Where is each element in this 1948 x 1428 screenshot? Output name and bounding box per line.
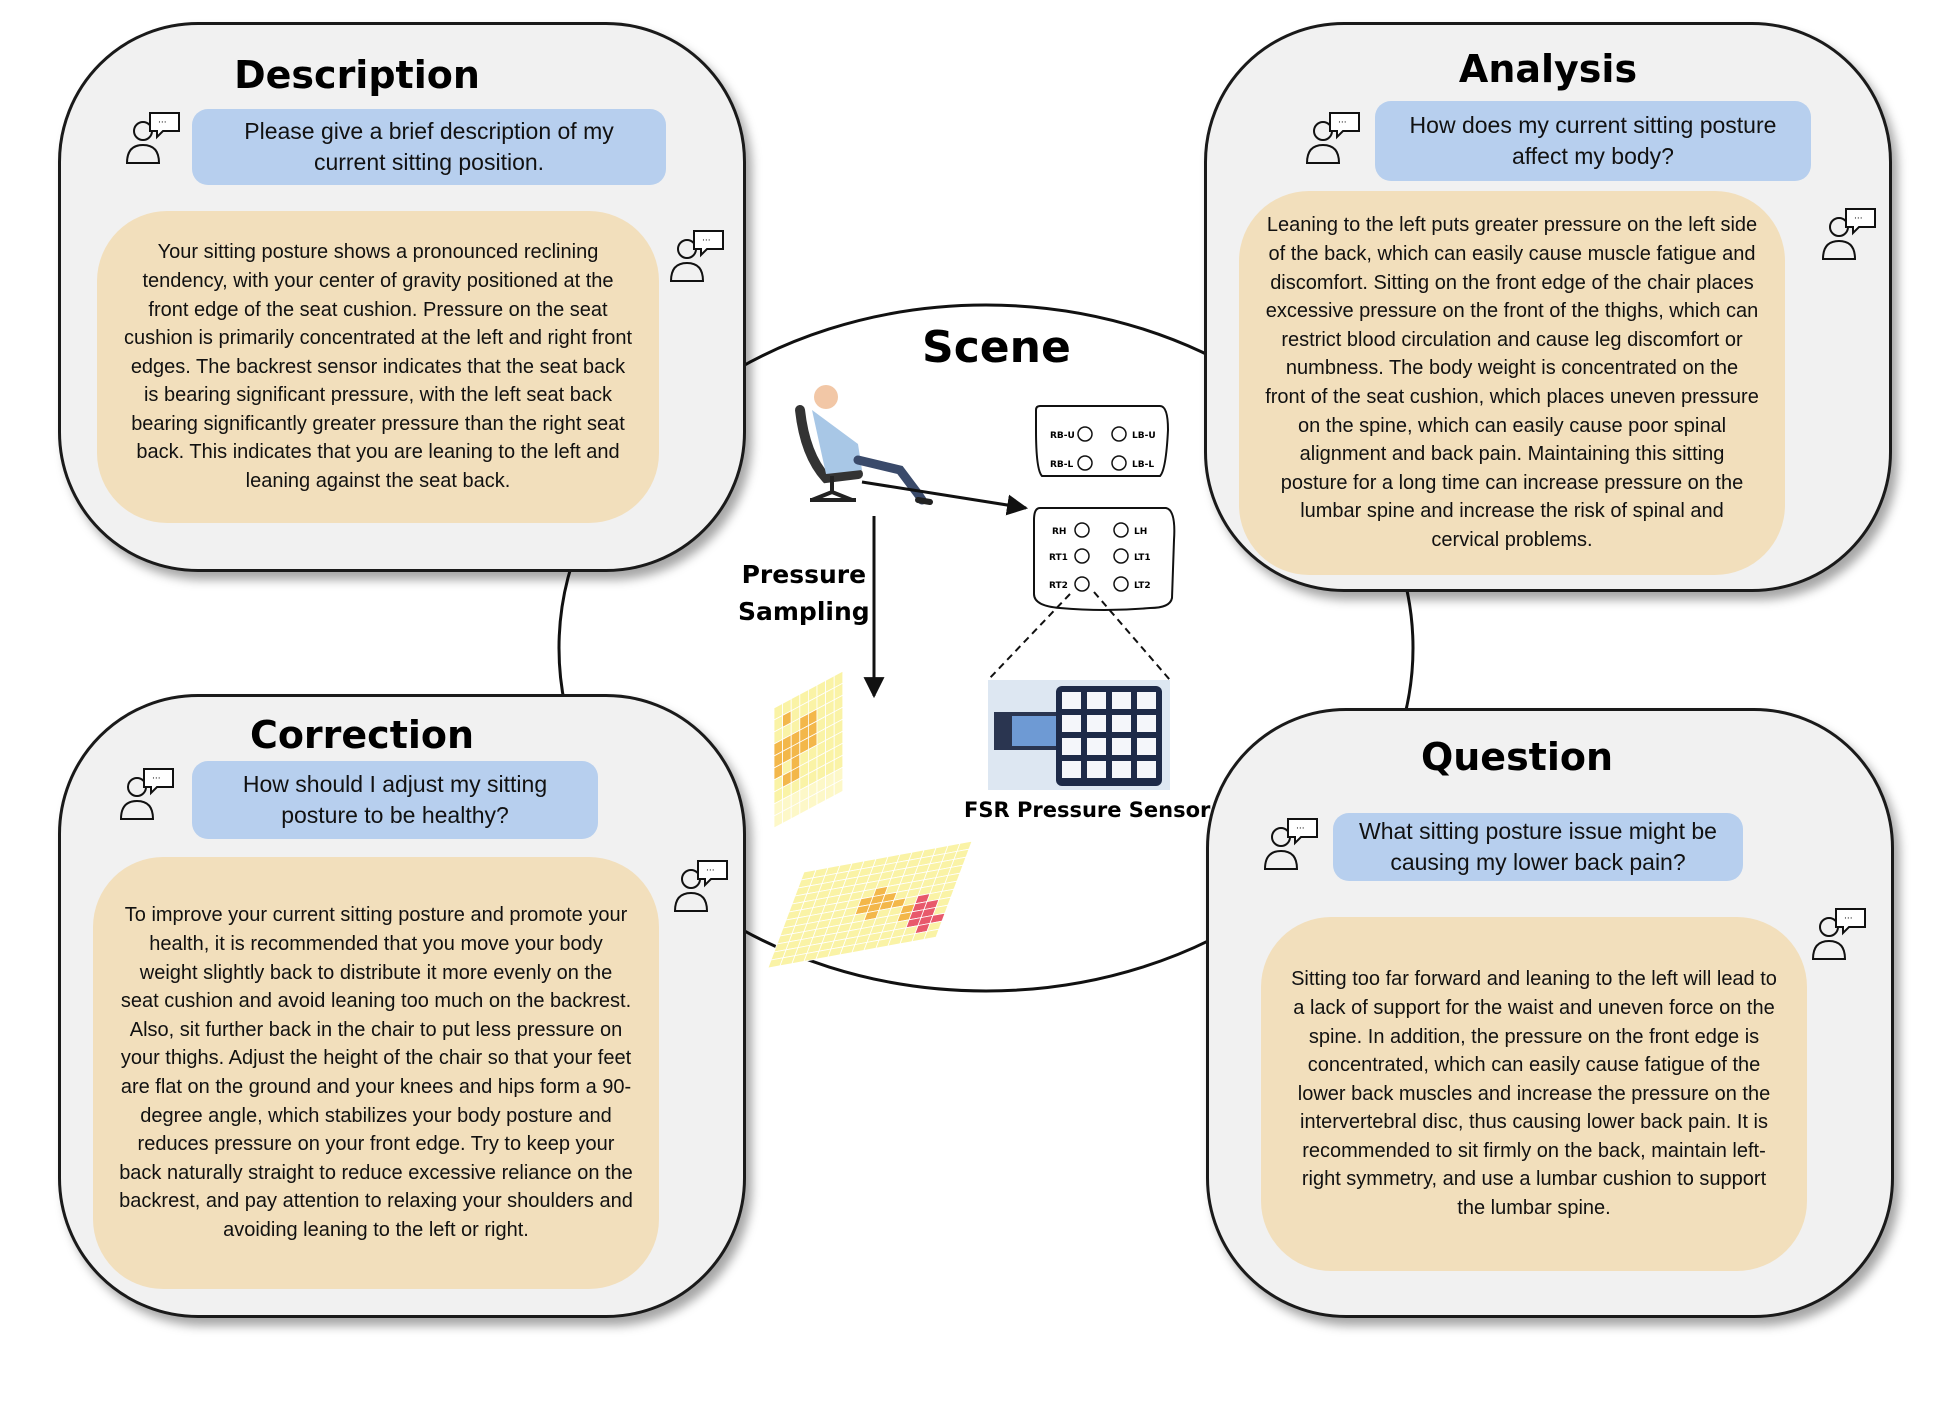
fsr-cell bbox=[1062, 692, 1081, 709]
analysis-card: Analysis ··· How does my current sitting… bbox=[1204, 22, 1892, 592]
sensor-label-lh: LH bbox=[1134, 527, 1147, 537]
correction-question: How should I adjust my sitting posture t… bbox=[192, 761, 598, 839]
zoom-line-right bbox=[1093, 591, 1171, 681]
fsr-cell bbox=[1062, 761, 1081, 778]
fsr-cell bbox=[1087, 692, 1106, 709]
fsr-sensor-photo bbox=[988, 680, 1170, 790]
sensor-label-rt2: RT2 bbox=[1049, 581, 1068, 591]
backrest-sensor-map: RB-U LB-U RB-L LB-L bbox=[1035, 405, 1170, 477]
seat-heatmap bbox=[767, 840, 973, 969]
correction-card: Correction ··· How should I adjust my si… bbox=[58, 694, 746, 1318]
description-answer: Your sitting posture shows a pronounced … bbox=[97, 211, 659, 523]
zoom-line-left bbox=[987, 593, 1071, 681]
user-chat-icon: ··· bbox=[1305, 112, 1360, 164]
description-question: Please give a brief description of my cu… bbox=[192, 109, 666, 185]
svg-text:···: ··· bbox=[706, 866, 715, 876]
fsr-cell bbox=[1087, 738, 1106, 755]
sensor-label-rb-u: RB-U bbox=[1050, 431, 1075, 441]
assistant-chat-icon: ··· bbox=[1811, 908, 1866, 960]
analysis-answer: Leaning to the left puts greater pressur… bbox=[1239, 191, 1785, 575]
correction-answer: To improve your current sitting posture … bbox=[93, 857, 659, 1289]
svg-text:···: ··· bbox=[1854, 214, 1863, 224]
description-title: Description bbox=[234, 53, 480, 97]
fsr-cell bbox=[1112, 761, 1131, 778]
fsr-cell bbox=[1112, 738, 1131, 755]
sensor-label-lt2: LT2 bbox=[1134, 581, 1151, 591]
heatmap-cell bbox=[923, 928, 940, 940]
backrest-heatmap bbox=[773, 670, 844, 829]
fsr-cell bbox=[1087, 715, 1106, 732]
seat-sensor-map: RH LH RT1 LT1 RT2 LT2 bbox=[1033, 507, 1176, 611]
svg-text:···: ··· bbox=[158, 118, 167, 128]
pressure-sampling-label: Pressure Sampling bbox=[738, 556, 870, 630]
fsr-cell bbox=[1137, 715, 1156, 732]
question-title: Question bbox=[1420, 735, 1614, 779]
arrow-to-sensor-map bbox=[861, 480, 1029, 516]
sensor-label-rh: RH bbox=[1052, 527, 1066, 537]
seated-person-figure bbox=[795, 385, 933, 505]
fsr-cell bbox=[1137, 761, 1156, 778]
fsr-cells bbox=[1062, 692, 1156, 778]
sensor-label-rt1: RT1 bbox=[1049, 553, 1068, 563]
question-card: Question ··· What sitting posture issue … bbox=[1206, 708, 1894, 1318]
correction-title: Correction bbox=[249, 713, 475, 757]
sensor-label-lb-u: LB-U bbox=[1132, 431, 1156, 441]
sensor-label-lb-l: LB-L bbox=[1132, 460, 1154, 470]
fsr-cell bbox=[1062, 738, 1081, 755]
fsr-cell bbox=[1137, 692, 1156, 709]
heatmap-cell bbox=[833, 778, 844, 797]
user-chat-icon: ··· bbox=[1263, 818, 1318, 870]
question-question: What sitting posture issue might be caus… bbox=[1333, 813, 1743, 881]
assistant-chat-icon: ··· bbox=[1821, 208, 1876, 260]
fsr-sensor-label: FSR Pressure Sensor bbox=[964, 798, 1211, 822]
analysis-question: How does my current sitting posture affe… bbox=[1375, 101, 1811, 181]
analysis-title: Analysis bbox=[1458, 47, 1638, 91]
assistant-chat-icon: ··· bbox=[673, 860, 728, 912]
description-card: Description ··· Please give a brief desc… bbox=[58, 22, 746, 572]
scene-ellipse bbox=[557, 303, 1415, 993]
user-chat-icon: ··· bbox=[125, 112, 180, 164]
svg-text:···: ··· bbox=[1844, 914, 1853, 924]
fsr-cell bbox=[1137, 738, 1156, 755]
svg-text:···: ··· bbox=[1338, 118, 1347, 128]
fsr-cell bbox=[1112, 715, 1131, 732]
fsr-cell bbox=[1062, 715, 1081, 732]
svg-text:···: ··· bbox=[702, 236, 711, 246]
assistant-chat-icon: ··· bbox=[669, 230, 724, 282]
fsr-cell bbox=[1087, 761, 1106, 778]
question-answer: Sitting too far forward and leaning to t… bbox=[1261, 917, 1807, 1271]
fsr-cell bbox=[1112, 692, 1131, 709]
user-chat-icon: ··· bbox=[119, 768, 174, 820]
scene-title: Scene bbox=[922, 322, 1071, 373]
sensor-label-lt1: LT1 bbox=[1134, 553, 1151, 563]
svg-text:···: ··· bbox=[1296, 824, 1305, 834]
svg-text:···: ··· bbox=[152, 774, 161, 784]
pressure-sampling-line-1: Pressure bbox=[741, 560, 867, 589]
pressure-sampling-line-2: Sampling bbox=[738, 597, 870, 626]
sensor-label-rb-l: RB-L bbox=[1050, 460, 1074, 470]
